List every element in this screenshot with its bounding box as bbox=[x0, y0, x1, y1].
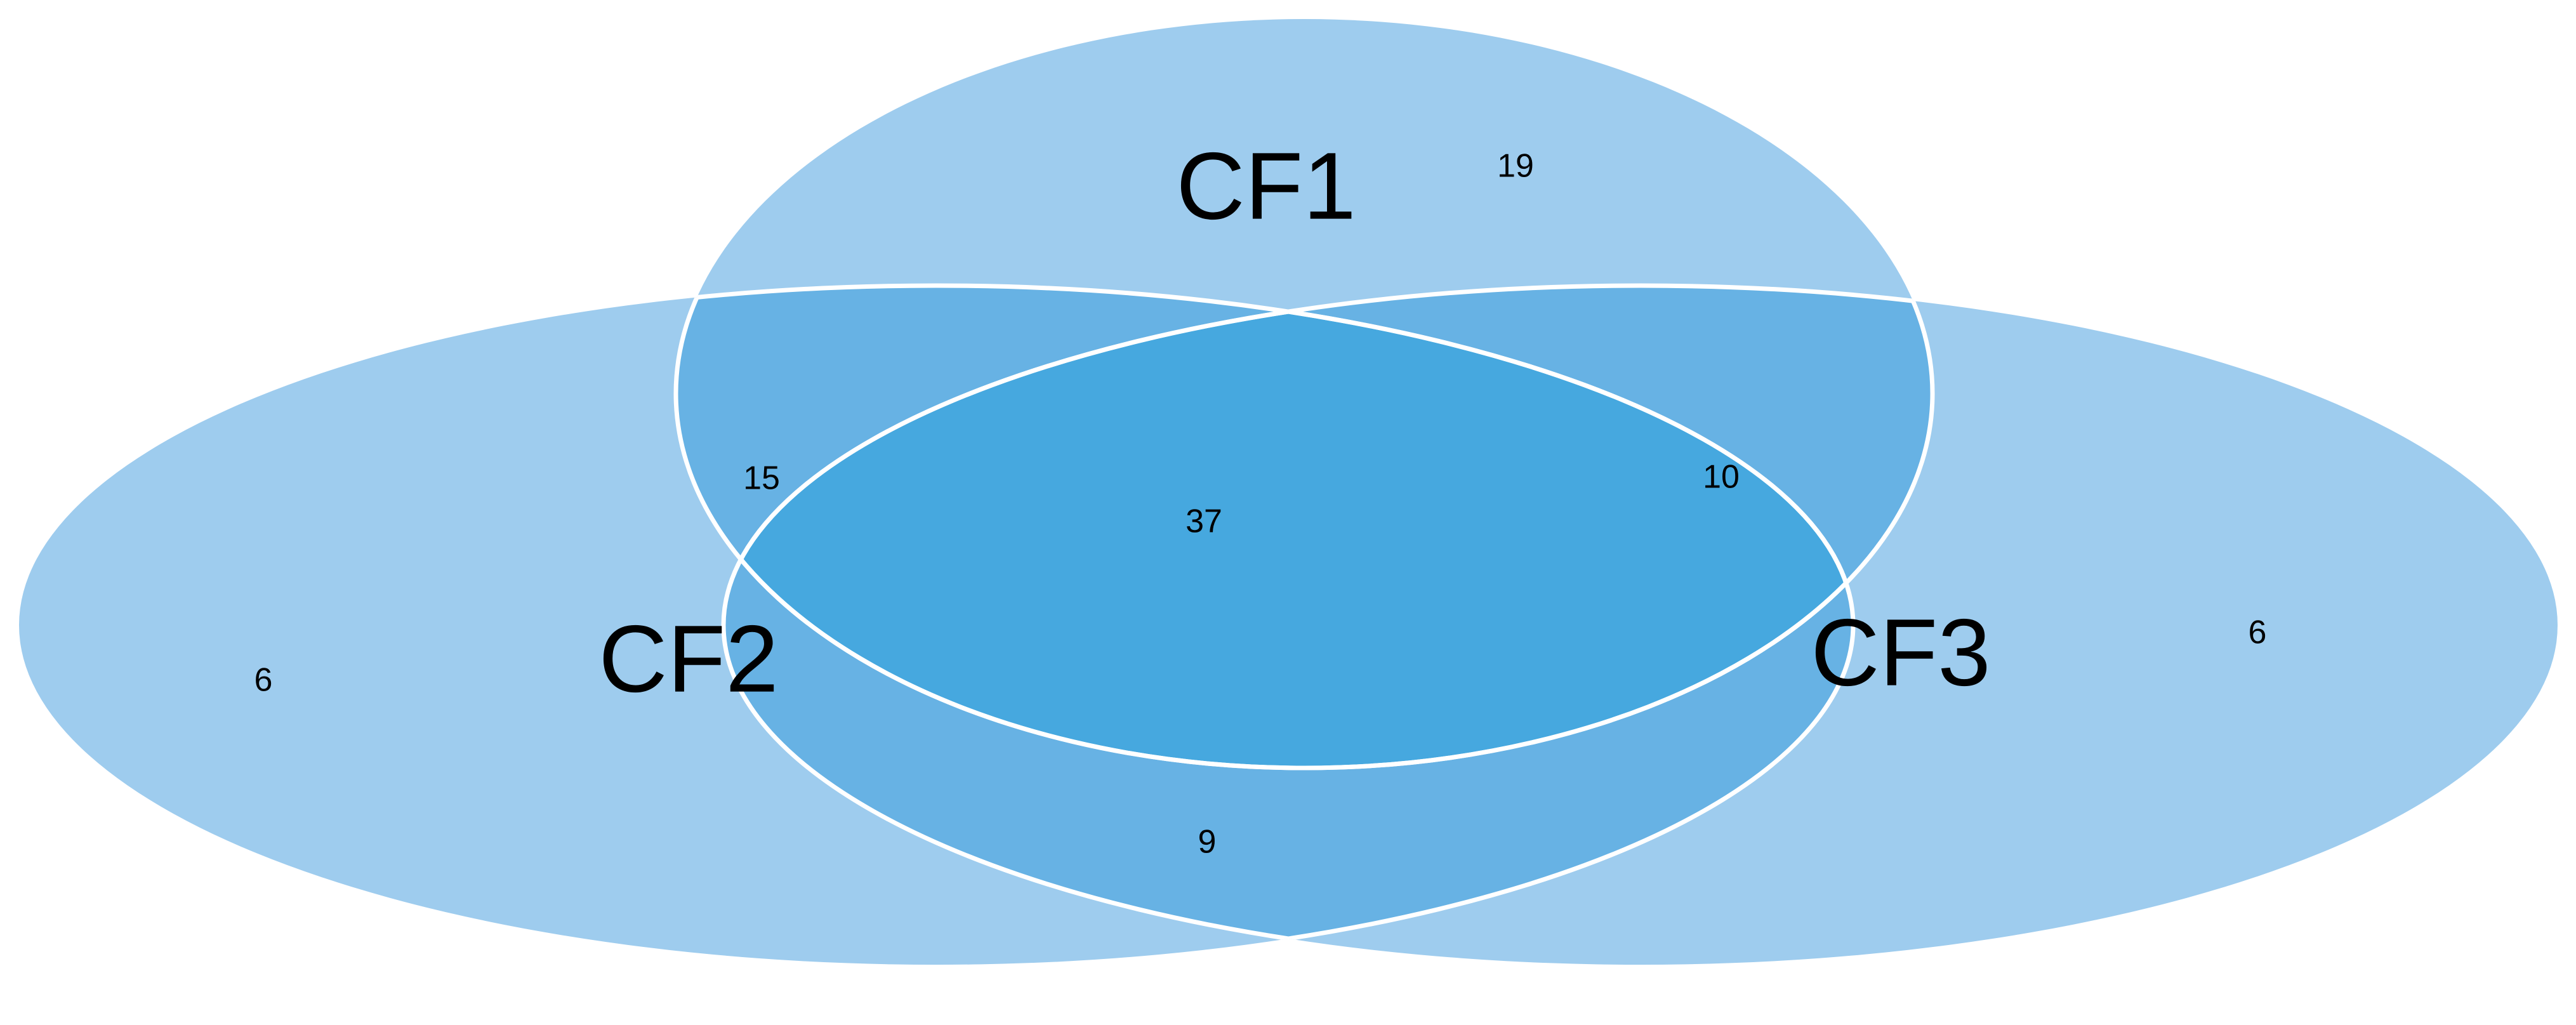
set-label-cf1: CF1 bbox=[1176, 133, 1356, 239]
count-cf1-cf3: 10 bbox=[1703, 459, 1740, 496]
count-cf2-cf3: 9 bbox=[1198, 824, 1217, 861]
set-outlines bbox=[673, 283, 1935, 965]
count-cf1-cf2: 15 bbox=[743, 460, 780, 497]
set-label-cf3: CF3 bbox=[1811, 599, 1990, 706]
set-label-cf2: CF2 bbox=[598, 605, 778, 712]
outline-cf2-in-cf3 bbox=[723, 286, 1856, 965]
count-cf2-only: 6 bbox=[254, 662, 273, 699]
outline-cf1-in-cf3 bbox=[723, 286, 1935, 770]
count-cf3-only: 6 bbox=[2249, 614, 2267, 651]
count-cf1-only: 19 bbox=[1497, 148, 1534, 185]
count-all-three: 37 bbox=[1186, 503, 1222, 540]
outline-cf3-in-cf2 bbox=[721, 286, 1853, 965]
